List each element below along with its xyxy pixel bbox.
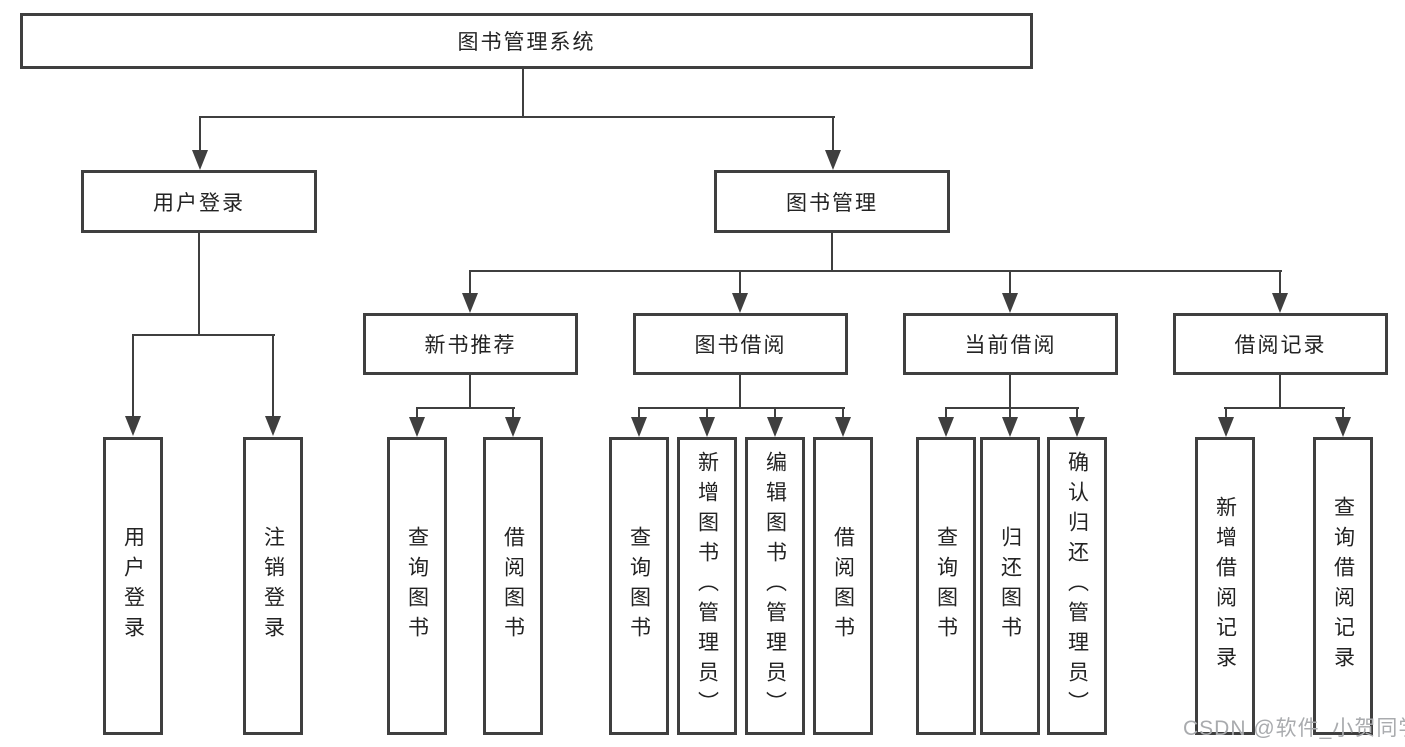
connector-line	[469, 270, 1282, 272]
leaf-confirm-return-admin: 确认归还（管理员）	[1047, 437, 1107, 735]
arrow-down-icon	[835, 417, 851, 437]
leaf-add-books-admin: 新增图书（管理员）	[677, 437, 737, 735]
node-borrow-records: 借阅记录	[1173, 313, 1388, 375]
arrow-down-icon	[1069, 417, 1085, 437]
leaf-user-login: 用户登录	[103, 437, 163, 735]
connector-line	[132, 334, 134, 418]
connector-line	[1076, 407, 1078, 419]
connector-line	[945, 407, 1079, 409]
connector-line	[706, 407, 708, 419]
connector-line	[1009, 407, 1011, 419]
connector-line	[469, 375, 471, 408]
connector-line	[1225, 407, 1227, 419]
connector-line	[638, 407, 640, 419]
arrow-down-icon	[192, 150, 208, 170]
arrow-down-icon	[125, 416, 141, 436]
node-library-management-system: 图书管理系统	[20, 13, 1033, 69]
connector-line	[638, 407, 845, 409]
leaf-add-borrow-record: 新增借阅记录	[1195, 437, 1255, 735]
connector-line	[774, 407, 776, 419]
arrow-down-icon	[1218, 417, 1234, 437]
connector-line	[1342, 407, 1344, 419]
connector-line	[945, 407, 947, 419]
connector-line	[1224, 407, 1345, 409]
arrow-down-icon	[1002, 293, 1018, 313]
connector-line	[469, 270, 471, 296]
connector-line	[832, 116, 834, 152]
arrow-down-icon	[409, 417, 425, 437]
node-user-login: 用户登录	[81, 170, 317, 233]
connector-line	[831, 233, 833, 272]
connector-line	[132, 334, 275, 336]
connector-line	[199, 116, 835, 118]
node-book-management: 图书管理	[714, 170, 950, 233]
arrow-down-icon	[1272, 293, 1288, 313]
node-new-book-recommend: 新书推荐	[363, 313, 578, 375]
node-current-borrowing: 当前借阅	[903, 313, 1118, 375]
connector-line	[416, 407, 515, 409]
arrow-down-icon	[505, 417, 521, 437]
connector-line	[199, 116, 201, 152]
leaf-borrow-books-recommend: 借阅图书	[483, 437, 543, 735]
arrow-down-icon	[767, 417, 783, 437]
arrow-down-icon	[938, 417, 954, 437]
leaf-query-books-borrowing: 查询图书	[609, 437, 669, 735]
connector-line	[1279, 375, 1281, 408]
connector-line	[522, 69, 524, 118]
connector-line	[842, 407, 844, 419]
connector-line	[512, 407, 514, 419]
arrow-down-icon	[631, 417, 647, 437]
connector-line	[198, 233, 200, 336]
arrow-down-icon	[1335, 417, 1351, 437]
arrow-down-icon	[265, 416, 281, 436]
leaf-edit-books-admin: 编辑图书（管理员）	[745, 437, 805, 735]
node-book-borrowing: 图书借阅	[633, 313, 848, 375]
connector-line	[1009, 270, 1011, 296]
csdn-watermark: CSDN @软件_小贺同学	[1183, 717, 1405, 740]
leaf-logout: 注销登录	[243, 437, 303, 735]
leaf-query-borrow-record: 查询借阅记录	[1313, 437, 1373, 735]
connector-line	[416, 407, 418, 419]
leaf-query-books-recommend: 查询图书	[387, 437, 447, 735]
leaf-return-books: 归还图书	[980, 437, 1040, 735]
connector-line	[1279, 270, 1281, 296]
leaf-borrow-books: 借阅图书	[813, 437, 873, 735]
arrow-down-icon	[1002, 417, 1018, 437]
leaf-query-books-current: 查询图书	[916, 437, 976, 735]
arrow-down-icon	[699, 417, 715, 437]
connector-line	[739, 375, 741, 408]
connector-line	[1009, 375, 1011, 408]
arrow-down-icon	[825, 150, 841, 170]
connector-line	[739, 270, 741, 296]
arrow-down-icon	[462, 293, 478, 313]
arrow-down-icon	[732, 293, 748, 313]
connector-line	[272, 334, 274, 418]
